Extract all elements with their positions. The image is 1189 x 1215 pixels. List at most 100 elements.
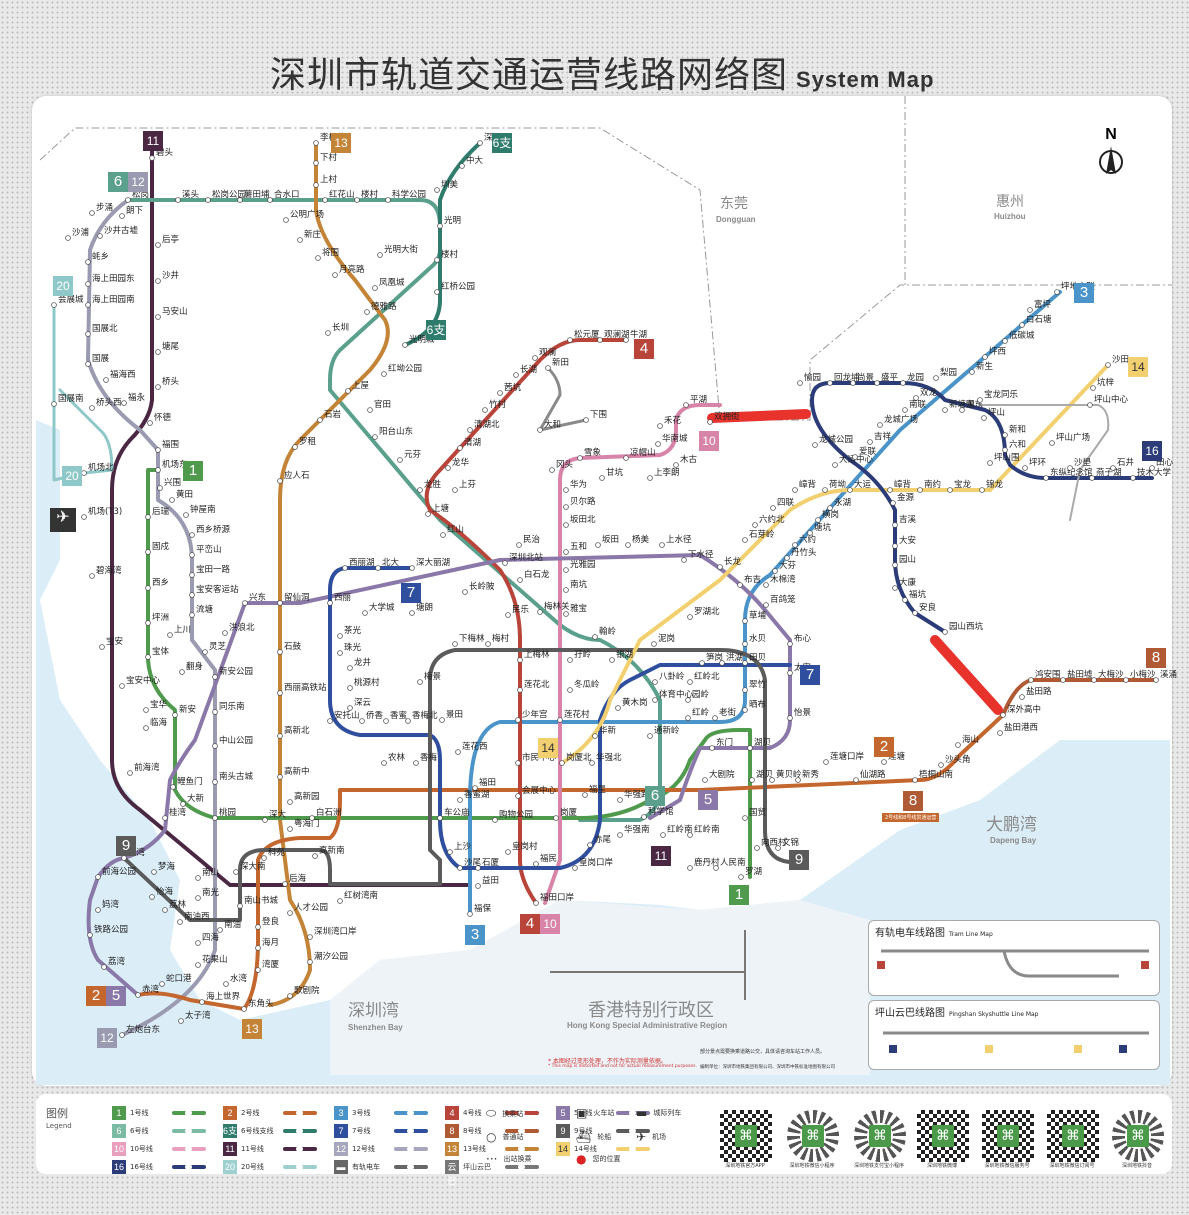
station[interactable]: 大和 [537,419,561,433]
station-dot[interactable] [149,894,155,900]
station[interactable]: 东纵纪念馆 [1043,467,1093,481]
station[interactable]: 冬瓜岭 [567,679,600,693]
station[interactable]: 双拥街 [707,411,740,425]
station-dot[interactable] [145,549,151,555]
station[interactable]: 仙湖路 [853,769,886,783]
station-dot[interactable] [1019,694,1025,700]
station[interactable]: 益田 [475,875,499,889]
station[interactable]: 上芬 [452,479,477,493]
station[interactable]: 机场北 [81,462,114,476]
station[interactable]: 翰岭 [592,626,617,640]
station[interactable]: 上李朗 [647,467,680,481]
station-dot[interactable] [277,774,283,780]
station[interactable]: 月亮路 [332,264,365,278]
station-dot[interactable] [155,242,161,248]
station[interactable]: 低碳城 [1002,330,1035,344]
station-dot[interactable] [641,814,647,820]
station-dot[interactable] [262,817,268,823]
station[interactable]: 深云 [347,698,372,711]
station[interactable]: 宝安中心 [119,675,161,689]
station-dot[interactable] [212,743,218,749]
station-dot[interactable] [752,522,758,528]
station[interactable]: 大康 [892,577,917,591]
station-dot[interactable] [827,380,833,386]
station-dot[interactable] [902,407,908,413]
station-dot[interactable] [987,460,993,466]
station-dot[interactable] [1060,677,1066,683]
station[interactable]: 梅景 [417,671,441,685]
station-dot[interactable] [485,641,491,647]
station-dot[interactable] [307,959,313,965]
station-dot[interactable] [623,337,629,343]
station-dot[interactable] [563,487,569,493]
station[interactable]: 愉园 [797,372,821,386]
station-dot[interactable] [283,217,289,223]
station-dot[interactable] [592,733,598,739]
station[interactable]: 碧头 [149,147,174,161]
station[interactable]: 桃源村 [347,677,380,691]
station-dot[interactable] [673,462,679,468]
station[interactable]: 光雅园 [563,559,596,573]
station[interactable]: 红树湾南 [337,890,378,904]
qr-code[interactable]: ⌘ [1045,1108,1101,1164]
station[interactable]: 公明广场 [283,209,324,223]
station-dot[interactable] [372,434,378,440]
station-dot[interactable] [1123,677,1129,683]
station-dot[interactable] [877,422,883,428]
station[interactable]: 凉帽山 [623,447,656,461]
station-dot[interactable] [577,455,583,461]
station-dot[interactable] [287,799,293,805]
station-dot[interactable] [167,632,173,638]
station-dot[interactable] [797,380,803,386]
station-dot[interactable] [81,514,87,520]
station-dot[interactable] [775,845,781,851]
line-badge-6[interactable]: 6 [108,172,128,192]
line-badge-10[interactable]: 10 [540,914,560,934]
station[interactable]: 科学公园 [385,189,426,203]
station-dot[interactable] [212,709,218,715]
line-badge-14[interactable]: 14 [538,738,558,758]
station-dot[interactable] [119,1032,125,1038]
station-dot[interactable] [347,705,353,711]
station-dot[interactable] [742,618,748,624]
station[interactable]: 雪象 [577,447,602,461]
station[interactable]: 深圳北站 [502,552,544,566]
station[interactable]: 布心 [787,633,812,647]
station-dot[interactable] [655,441,661,447]
station[interactable]: 左炮台东 [119,1024,160,1038]
station[interactable]: 圳美 [434,179,459,193]
station[interactable]: 新田 [545,357,569,371]
station[interactable]: 西丽湖 [342,558,375,571]
station[interactable]: 元芬 [397,449,422,463]
station-dot[interactable] [277,478,283,484]
station-dot[interactable] [437,815,443,821]
station[interactable]: 牛湖 [623,329,647,343]
station[interactable]: 新生 [969,361,994,375]
station-dot[interactable] [189,552,195,558]
station[interactable]: 大新 [180,793,205,807]
station-dot[interactable] [583,417,589,423]
station[interactable]: 沙井古墟 [97,225,139,239]
station-dot[interactable] [143,707,149,713]
station-dot[interactable] [425,511,431,517]
station-dot[interactable] [467,427,473,433]
station-dot[interactable] [155,314,161,320]
station[interactable]: 兴围 [157,478,181,491]
station-dot[interactable] [563,587,569,593]
station-dot[interactable] [51,401,57,407]
station-dot[interactable] [742,707,748,713]
station-dot[interactable] [457,797,463,803]
station-dot[interactable] [647,733,653,739]
station[interactable]: 下水径 [681,549,714,563]
station[interactable]: 新庄 [297,229,322,243]
station-dot[interactable] [81,470,87,476]
station-dot[interactable] [892,585,898,591]
station[interactable]: 南油 [217,919,241,933]
station-dot[interactable] [145,585,151,591]
station-dot[interactable] [599,475,605,481]
station[interactable]: 朗下 [119,205,144,219]
station-dot[interactable] [212,674,218,680]
station[interactable]: 海山 [955,734,979,748]
station-dot[interactable] [1027,307,1033,313]
station[interactable]: 泥岗 [651,633,675,647]
